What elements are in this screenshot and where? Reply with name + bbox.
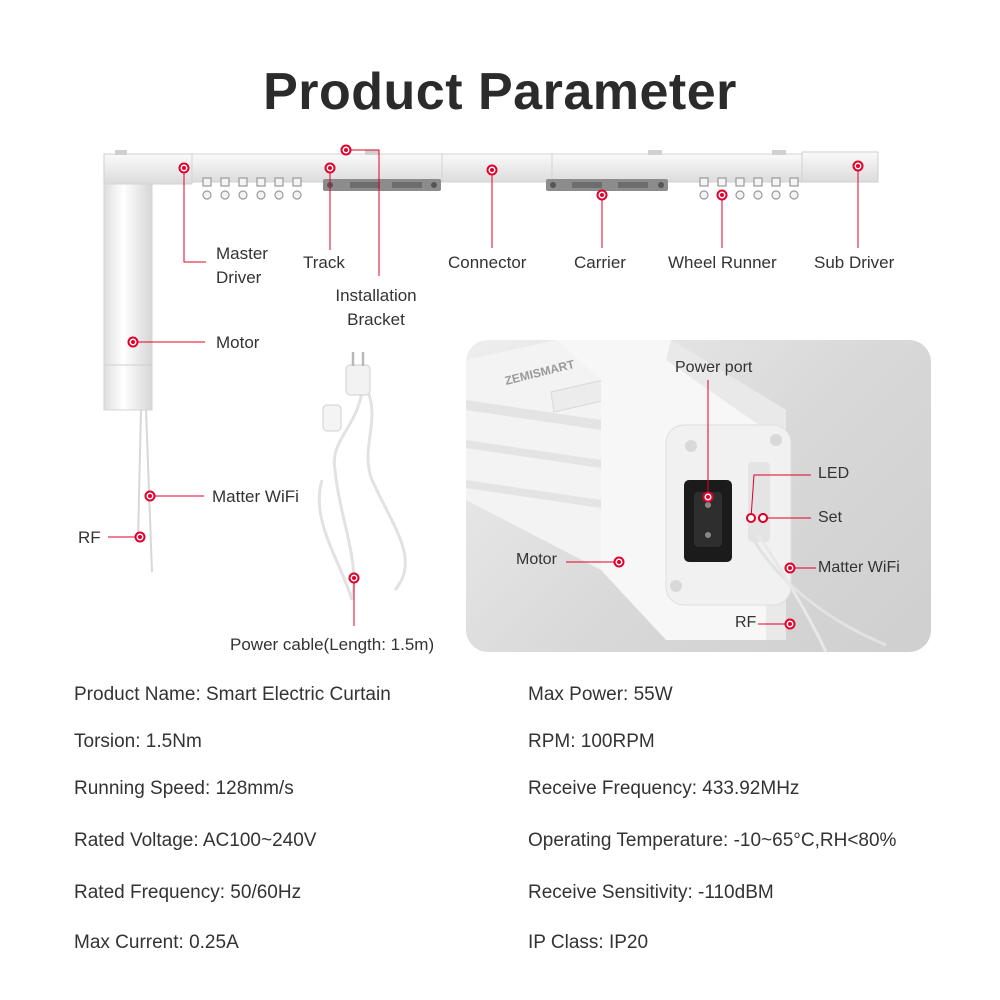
spec-item: IP Class: IP20 (528, 932, 649, 953)
label-connector: Connector (448, 253, 527, 272)
label-master-driver: Master Driver (216, 244, 268, 287)
page-title: Product Parameter (263, 63, 737, 121)
power-cable (317, 352, 407, 601)
carrier-brackets (323, 179, 668, 191)
spec-item: Torsion: 1.5Nm (74, 731, 202, 752)
spec-item: Max Power: 55W (528, 684, 673, 705)
curtain-track-diagram (103, 144, 879, 626)
leader-lines (108, 149, 859, 626)
spec-item: Running Speed: 128mm/s (74, 778, 294, 799)
wheel-runners-left (202, 177, 302, 200)
label-wheel-runner: Wheel Runner (668, 253, 777, 272)
label-power-cable: Power cable(Length: 1.5m) (230, 635, 435, 654)
spec-item: Product Name: Smart Electric Curtain (74, 684, 391, 705)
spec-item: Receive Sensitivity: -110dBM (528, 882, 774, 903)
spec-item: Max Current: 0.25A (74, 932, 239, 953)
spec-item: RPM: 100RPM (528, 731, 655, 752)
marker-dots (127, 144, 864, 584)
motor-body (103, 183, 153, 573)
spec-item: Operating Temperature: -10~65°C,RH<80% (528, 830, 897, 851)
photo-label-motor: Motor (516, 551, 557, 568)
label-carrier: Carrier (574, 253, 626, 272)
product-closeup-panel: ZEMISMART (466, 340, 931, 652)
photo-label-matter-wifi: Matter WiFi (818, 559, 900, 576)
label-matter-wifi: Matter WiFi (212, 487, 299, 506)
track-rail (103, 150, 879, 185)
label-track: Track (303, 253, 345, 272)
spec-item: Rated Frequency: 50/60Hz (74, 882, 302, 903)
label-sub-driver: Sub Driver (814, 253, 895, 272)
photo-label-rf: RF (735, 614, 757, 631)
label-installation-bracket: Installation Bracket (335, 286, 417, 329)
spec-item: Receive Frequency: 433.92MHz (528, 778, 800, 799)
label-rf: RF (78, 528, 101, 547)
label-motor: Motor (216, 333, 260, 352)
photo-label-power-port: Power port (675, 359, 753, 376)
motor-closeup-illustration: ZEMISMART (466, 340, 887, 652)
spec-item: Rated Voltage: AC100~240V (74, 830, 317, 851)
photo-label-led: LED (818, 465, 850, 482)
photo-label-set: Set (818, 509, 843, 526)
